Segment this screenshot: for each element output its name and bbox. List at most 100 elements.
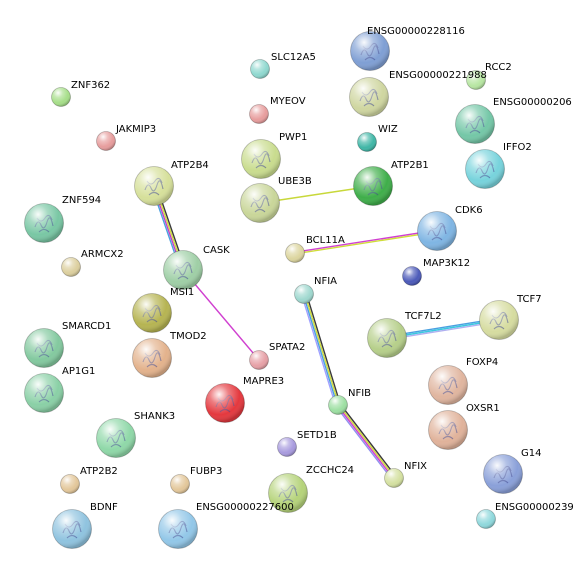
- node-g14[interactable]: G14: [483, 448, 542, 494]
- node-label: SETD1B: [297, 430, 337, 441]
- node-map3k12[interactable]: MAP3K12: [402, 258, 471, 286]
- node-wiz[interactable]: WIZ: [357, 124, 398, 152]
- node-myeov[interactable]: MYEOV: [249, 96, 306, 124]
- node-label: ENSG00000221988: [389, 70, 487, 81]
- node-tmod2[interactable]: TMOD2: [132, 331, 207, 378]
- node-outline: [158, 509, 198, 549]
- node-atp2b1[interactable]: ATP2B1: [353, 160, 429, 206]
- node-outline: [466, 70, 486, 90]
- edge-evidence-line: [301, 294, 337, 406]
- node-outline: [170, 474, 190, 494]
- node-label: OXSR1: [466, 403, 500, 414]
- node-outline: [455, 104, 495, 144]
- node-outline: [428, 365, 468, 405]
- node-label: TCF7L2: [404, 311, 442, 322]
- node-outline: [479, 300, 519, 340]
- node-outline: [205, 383, 245, 423]
- node-outline: [384, 468, 404, 488]
- edge-nfib-nfix[interactable]: [335, 403, 397, 480]
- node-nfia[interactable]: NFIA: [294, 276, 338, 304]
- node-znf362[interactable]: ZNF362: [51, 80, 111, 107]
- node-ensg00000206[interactable]: ENSG00000206: [455, 97, 572, 144]
- node-outline: [51, 87, 71, 107]
- node-outline: [132, 293, 172, 333]
- node-label: ATP2B4: [171, 160, 209, 171]
- node-label: FOXP4: [466, 357, 498, 368]
- edge-evidence-line: [336, 405, 394, 479]
- node-ensg00000227600[interactable]: ENSG00000227600: [158, 502, 294, 549]
- node-outline: [24, 373, 64, 413]
- edge-evidence-line: [335, 406, 393, 480]
- node-slc12a5[interactable]: SLC12A5: [250, 52, 316, 79]
- node-label: JAKMIP3: [115, 124, 156, 135]
- node-outline: [294, 284, 314, 304]
- node-label: ZNF594: [62, 195, 101, 206]
- edge-evidence-line: [304, 293, 340, 405]
- edge-evidence-line: [339, 403, 397, 477]
- node-fubp3[interactable]: FUBP3: [170, 466, 223, 494]
- node-label: ENSG00000206: [493, 97, 572, 108]
- edge-nfia-nfib[interactable]: [301, 293, 341, 406]
- node-outline: [476, 509, 496, 529]
- node-label: ENSG00000239: [495, 502, 574, 513]
- node-oxsr1[interactable]: OXSR1: [428, 403, 500, 450]
- node-label: NFIA: [314, 276, 337, 287]
- node-label: SLC12A5: [271, 52, 316, 63]
- node-outline: [24, 203, 64, 243]
- node-label: AP1G1: [62, 366, 95, 377]
- node-label: ZCCHC24: [306, 465, 354, 476]
- node-atp2b2[interactable]: ATP2B2: [60, 466, 118, 494]
- node-outline: [52, 509, 92, 549]
- node-layer: ENSG00000228116SLC12A5RCC2ZNF362ENSG0000…: [24, 26, 574, 549]
- node-label: ENSG00000228116: [367, 26, 465, 37]
- node-tcf7l2[interactable]: TCF7L2: [367, 311, 442, 358]
- node-foxp4[interactable]: FOXP4: [428, 357, 499, 405]
- node-znf594[interactable]: ZNF594: [24, 195, 102, 243]
- node-label: BCL11A: [306, 235, 345, 246]
- node-label: FUBP3: [190, 466, 222, 477]
- node-label: G14: [521, 448, 541, 459]
- node-outline: [241, 139, 281, 179]
- node-outline: [134, 166, 174, 206]
- node-jakmip3[interactable]: JAKMIP3: [96, 124, 157, 151]
- node-outline: [285, 243, 305, 263]
- edge-evidence-line: [338, 404, 396, 478]
- node-mapre3[interactable]: MAPRE3: [205, 376, 285, 423]
- edge-bcl11a-cdk6[interactable]: [294, 229, 438, 255]
- node-outline: [132, 338, 172, 378]
- edge-evidence-line: [302, 294, 338, 406]
- node-outline: [402, 266, 422, 286]
- node-label: UBE3B: [278, 176, 312, 187]
- node-outline: [61, 257, 81, 277]
- node-ube3b[interactable]: UBE3B: [240, 176, 312, 223]
- node-label: ENSG00000227600: [196, 502, 294, 513]
- node-outline: [357, 132, 377, 152]
- node-shank3[interactable]: SHANK3: [96, 411, 176, 458]
- node-cdk6[interactable]: CDK6: [417, 205, 483, 251]
- node-msi1[interactable]: MSI1: [132, 287, 195, 333]
- node-smarcd1[interactable]: SMARCD1: [24, 321, 112, 368]
- edge-evidence-line: [294, 229, 437, 253]
- node-nfix[interactable]: NFIX: [384, 461, 428, 488]
- node-label: ATP2B1: [391, 160, 429, 171]
- node-iffo2[interactable]: IFFO2: [465, 142, 532, 189]
- node-ap1g1[interactable]: AP1G1: [24, 366, 96, 413]
- node-label: IFFO2: [503, 142, 532, 153]
- node-label: RCC2: [485, 62, 512, 73]
- node-outline: [60, 474, 80, 494]
- node-outline: [428, 410, 468, 450]
- node-outline: [417, 211, 457, 251]
- node-armcx2[interactable]: ARMCX2: [61, 249, 124, 277]
- node-atp2b4[interactable]: ATP2B4: [134, 160, 209, 206]
- node-ensg00000228116[interactable]: ENSG00000228116: [350, 26, 465, 71]
- node-label: SPATA2: [269, 342, 305, 353]
- node-pwp1[interactable]: PWP1: [241, 132, 308, 179]
- node-bdnf[interactable]: BDNF: [52, 502, 119, 549]
- node-tcf7[interactable]: TCF7: [479, 294, 542, 340]
- node-setd1b[interactable]: SETD1B: [277, 430, 337, 457]
- node-label: MSI1: [170, 287, 194, 298]
- node-ensg00000239[interactable]: ENSG00000239: [476, 502, 574, 529]
- node-outline: [24, 328, 64, 368]
- node-spata2[interactable]: SPATA2: [249, 342, 306, 370]
- edge-evidence-line: [305, 293, 341, 405]
